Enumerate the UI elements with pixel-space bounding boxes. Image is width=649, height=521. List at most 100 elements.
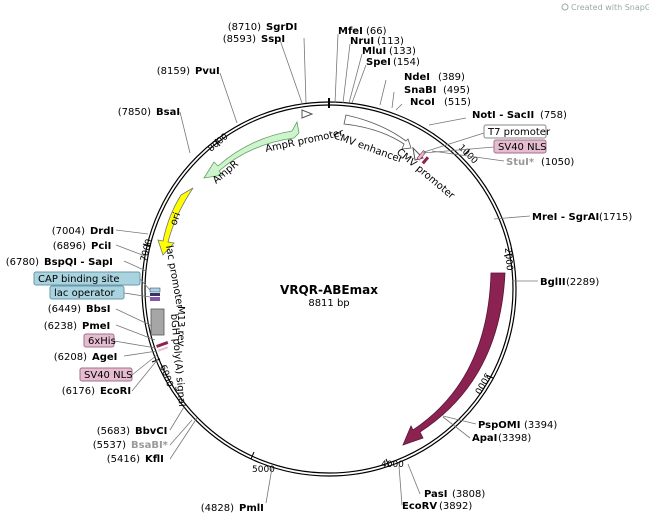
site-nrui[interactable]: NruI (113) bbox=[350, 36, 404, 47]
site-drdi-name: DrdI bbox=[90, 226, 114, 237]
site-pspomi-name: PspOMI bbox=[478, 420, 520, 431]
leader-spei bbox=[351, 64, 367, 104]
ori-arrow bbox=[157, 187, 194, 256]
bgh-arrow bbox=[150, 308, 165, 336]
site-ecori[interactable]: (6176) EcoRI bbox=[62, 386, 131, 397]
tick-mark-2000 bbox=[503, 253, 513, 257]
his-mark bbox=[156, 341, 169, 348]
leader-drdi bbox=[115, 229, 149, 235]
cap-site-mark bbox=[149, 287, 161, 293]
tick-label-7000: 7000 bbox=[139, 238, 155, 263]
leader-nrui bbox=[342, 43, 351, 104]
box-sv40-nls-bottom[interactable]: SV40 NLS bbox=[79, 367, 133, 382]
site-pmlii[interactable]: (4828) PmlI bbox=[201, 503, 264, 514]
feature-cmv-promoter[interactable]: CMV promoter bbox=[394, 146, 457, 202]
site-bbvci-name: BbvCI bbox=[135, 426, 167, 437]
box-cap-binding-site[interactable]: CAP binding site bbox=[33, 271, 141, 286]
feature-ampr-promoter[interactable]: AmpR promoter bbox=[264, 109, 345, 155]
site-bsabi-name: BsaBI* bbox=[131, 440, 169, 451]
feature-lac-promoter[interactable]: lac promoter bbox=[163, 245, 185, 311]
box-t7-promoter[interactable]: T7 promoter bbox=[483, 124, 551, 139]
site-noti-name: NotI - SacII bbox=[472, 110, 534, 121]
site-drdi[interactable]: (7004) DrdI bbox=[52, 226, 114, 237]
lac-promoter-mark bbox=[150, 297, 160, 301]
site-sgrdi-position: (8710) bbox=[228, 22, 261, 33]
ampr-promoter-arrow bbox=[301, 109, 314, 119]
feature-ampr[interactable]: AmpR bbox=[203, 120, 300, 186]
site-ncoi[interactable]: NcoI (515) bbox=[410, 97, 471, 108]
site-apai[interactable]: ApaI (3398) bbox=[472, 433, 531, 444]
site-bglii[interactable]: BglII (2289) bbox=[540, 277, 599, 288]
leader-ecorv bbox=[398, 465, 403, 506]
site-apai-position: (3398) bbox=[498, 433, 531, 444]
site-ecori-position: (6176) bbox=[62, 386, 95, 397]
leader-ecori bbox=[131, 358, 159, 392]
site-pmei-position: (6238) bbox=[44, 321, 77, 332]
cmv-enhancer-arrow bbox=[343, 114, 412, 150]
site-pspomi[interactable]: PspOMI (3394) bbox=[478, 420, 557, 431]
site-pmei[interactable]: (6238) PmeI bbox=[44, 321, 111, 332]
leader-mrei bbox=[493, 215, 531, 220]
site-ndei-name: NdeI bbox=[404, 72, 430, 83]
ampr-arrow bbox=[203, 120, 300, 179]
site-ndei[interactable]: NdeI (389) bbox=[404, 72, 465, 83]
tick-mark-4000 bbox=[385, 458, 390, 467]
leader-bspqi bbox=[123, 260, 147, 272]
site-stui[interactable]: StuI* (1050) bbox=[506, 157, 574, 168]
tick-mark-1000 bbox=[463, 148, 471, 156]
site-bglii-position: (2289) bbox=[566, 277, 599, 288]
site-ecorv[interactable]: EcoRV (3892) bbox=[402, 501, 472, 512]
site-spei[interactable]: SpeI (154) bbox=[366, 57, 420, 68]
feature-ori[interactable]: ori bbox=[157, 187, 194, 256]
site-sspi[interactable]: (8593) SspI bbox=[223, 34, 285, 45]
site-nrui-name: NruI bbox=[350, 36, 374, 47]
leader-kfli bbox=[169, 417, 198, 460]
box-lac-operator[interactable]: lac operator bbox=[49, 285, 125, 300]
site-bbsi-position: (6449) bbox=[48, 304, 81, 315]
site-sgrdi[interactable]: (8710) SgrDI bbox=[228, 22, 298, 33]
sv40-nls-top-label: SV40 NLS bbox=[498, 142, 547, 153]
site-ndei-position: (389) bbox=[438, 72, 465, 83]
t7-promoter-box bbox=[483, 124, 547, 139]
site-snabi[interactable]: SnaBI (495) bbox=[404, 85, 470, 96]
site-pcii[interactable]: (6896) PciI bbox=[53, 241, 112, 252]
box-sv40-nls-top[interactable]: SV40 NLS bbox=[493, 139, 547, 154]
site-bsabi[interactable]: (5537) BsaBI* bbox=[93, 440, 169, 451]
site-pcii-name: PciI bbox=[91, 241, 111, 252]
site-ncoi-name: NcoI bbox=[410, 97, 435, 108]
feature-m13-rev[interactable]: M13 rev bbox=[175, 306, 186, 347]
site-noti[interactable]: NotI - SacII (758) bbox=[472, 110, 567, 121]
leader-bbvci bbox=[169, 406, 185, 431]
site-bsai[interactable]: (7850) BsaI bbox=[118, 107, 180, 118]
site-bbsi-name: BbsI bbox=[86, 304, 110, 315]
site-agei[interactable]: (6208) AgeI bbox=[54, 352, 118, 363]
site-bspqi-position: (6780) bbox=[6, 257, 39, 268]
m13-rev-label: M13 rev bbox=[175, 306, 186, 347]
tick-mark-6000 bbox=[151, 358, 161, 363]
lac-operator-mark bbox=[150, 293, 160, 296]
lac-operator-box bbox=[49, 285, 125, 300]
site-bbvci[interactable]: (5683) BbvCI bbox=[97, 426, 168, 437]
t7-promoter-label: T7 promoter bbox=[487, 127, 551, 138]
site-ecorv-name: EcoRV bbox=[402, 501, 437, 512]
sv40-nls-bottom-box bbox=[79, 367, 133, 382]
box-6xhis[interactable]: 6xHis bbox=[83, 333, 116, 348]
site-snabi-position: (495) bbox=[443, 85, 470, 96]
site-bspqi[interactable]: (6780) BspQI - SapI bbox=[6, 257, 113, 268]
site-kfli[interactable]: (5416) KflI bbox=[107, 454, 164, 465]
site-pvui[interactable]: (8159) PvuI bbox=[157, 66, 220, 77]
site-pasi[interactable]: PasI (3808) bbox=[424, 489, 485, 500]
site-mrei[interactable]: MreI - SgrAI (1715) bbox=[532, 212, 632, 223]
leader-pvui bbox=[219, 72, 238, 124]
leader-sv40-top bbox=[422, 146, 495, 154]
site-mlui-position: (133) bbox=[389, 46, 416, 57]
site-mlui[interactable]: MluI (133) bbox=[362, 46, 416, 57]
site-bsabi-position: (5537) bbox=[93, 440, 126, 451]
tick-label-2000: 2000 bbox=[502, 247, 514, 271]
leader-agei bbox=[123, 350, 158, 357]
site-ecorv-position: (3892) bbox=[439, 501, 472, 512]
site-bbsi[interactable]: (6449) BbsI bbox=[48, 304, 111, 315]
site-mfei[interactable]: MfeI (66) bbox=[338, 26, 387, 37]
site-mfei-position: (66) bbox=[366, 26, 387, 37]
site-kfli-name: KflI bbox=[145, 454, 164, 465]
